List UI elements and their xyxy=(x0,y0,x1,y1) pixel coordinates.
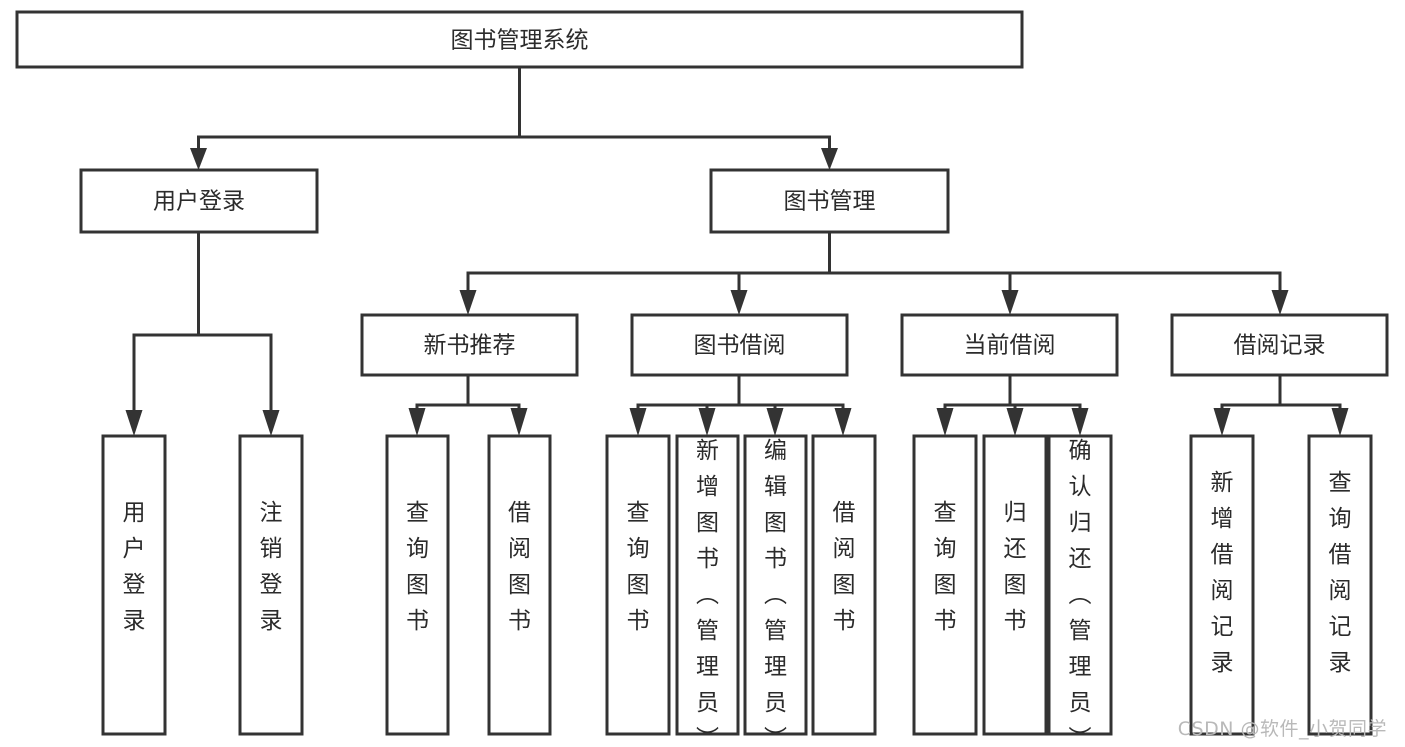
node-leaf-login-1-label: 用户登录 xyxy=(123,500,146,634)
node-bookmgmt-label: 图书管理 xyxy=(784,189,876,215)
node-leaf-login-2[interactable]: 注销登录 xyxy=(238,434,304,736)
node-leaf-borrow-4-label: 借阅图书 xyxy=(833,500,856,634)
connector-group-current xyxy=(936,373,1089,436)
node-current-label: 当前借阅 xyxy=(964,333,1056,359)
node-leaf-record-1[interactable]: 新增借阅记录 xyxy=(1189,434,1255,736)
node-newbook[interactable]: 新书推荐 xyxy=(360,313,579,377)
connector-group-newbook xyxy=(408,373,528,436)
node-root-box[interactable] xyxy=(15,10,1024,69)
node-leaf-current-3-label: 确认归还︵管理员︶ xyxy=(1069,438,1092,747)
node-leaf-record-2-label: 查询借阅记录 xyxy=(1329,470,1352,676)
node-root-label: 图书管理系统 xyxy=(451,28,589,54)
node-leaf-borrow-3[interactable]: 编辑图书︵管理员︶ xyxy=(743,434,808,747)
node-current[interactable]: 当前借阅 xyxy=(900,313,1119,377)
connector-group-login xyxy=(125,230,280,436)
arrow-head-leaf-current-3 xyxy=(1071,408,1089,436)
watermark-text: CSDN @软件_小贺同学 xyxy=(1177,718,1387,740)
node-login[interactable]: 用户登录 xyxy=(79,168,319,234)
arrow-head-login xyxy=(190,148,207,170)
node-leaf-record-1-label: 新增借阅记录 xyxy=(1211,470,1234,676)
node-newbook-label: 新书推荐 xyxy=(424,333,516,359)
node-bookmgmt-box[interactable] xyxy=(709,168,950,234)
node-borrow-label: 图书借阅 xyxy=(694,333,786,359)
node-leaf-login-1[interactable]: 用户登录 xyxy=(101,434,167,736)
node-leaf-borrow-4[interactable]: 借阅图书 xyxy=(811,434,877,736)
arrow-head-leaf-borrow-2 xyxy=(698,408,716,436)
node-record[interactable]: 借阅记录 xyxy=(1170,313,1389,377)
arrow-head-leaf-borrow-4 xyxy=(834,408,852,436)
node-leaf-record-2-box[interactable] xyxy=(1307,434,1373,736)
node-current-box[interactable] xyxy=(900,313,1119,377)
node-leaf-current-2-label: 归还图书 xyxy=(1004,500,1027,634)
node-leaf-borrow-1[interactable]: 查询图书 xyxy=(605,434,671,736)
arrow-head-current xyxy=(1001,290,1019,315)
arrow-head-leaf-current-2 xyxy=(1006,408,1024,436)
arrow-head-leaf-current-1 xyxy=(936,408,954,436)
arrow-head-leaf-login-2 xyxy=(262,410,280,436)
node-leaf-borrow-3-box[interactable] xyxy=(743,434,808,736)
node-leaf-record-2[interactable]: 查询借阅记录 xyxy=(1307,434,1373,736)
node-leaf-borrow-2-label: 新增图书︵管理员︶ xyxy=(696,438,719,747)
node-leaf-newbook-1[interactable]: 查询图书 xyxy=(385,434,450,736)
node-leaf-borrow-1-box[interactable] xyxy=(605,434,671,736)
node-leaf-current-1[interactable]: 查询图书 xyxy=(912,434,978,736)
connector-group-borrow xyxy=(629,373,852,436)
arrow-head-leaf-newbook-2 xyxy=(510,408,528,436)
arrow-head-borrow xyxy=(730,290,748,315)
node-borrow-box[interactable] xyxy=(630,313,849,377)
node-leaf-current-2-box[interactable] xyxy=(982,434,1048,736)
node-leaf-newbook-1-label: 查询图书 xyxy=(406,500,429,634)
node-leaf-record-1-box[interactable] xyxy=(1189,434,1255,736)
connector-group-record xyxy=(1213,373,1349,436)
arrow-head-leaf-borrow-1 xyxy=(629,408,647,436)
node-bookmgmt[interactable]: 图书管理 xyxy=(709,168,950,234)
node-leaf-current-2[interactable]: 归还图书 xyxy=(982,434,1048,736)
node-leaf-login-2-label: 注销登录 xyxy=(260,500,283,634)
node-leaf-newbook-2[interactable]: 借阅图书 xyxy=(487,434,552,736)
node-leaf-current-3-box[interactable] xyxy=(1047,434,1113,736)
node-leaf-login-1-box[interactable] xyxy=(101,434,167,736)
node-leaf-newbook-1-box[interactable] xyxy=(385,434,450,736)
node-leaf-newbook-2-box[interactable] xyxy=(487,434,552,736)
node-record-box[interactable] xyxy=(1170,313,1389,377)
node-leaf-borrow-2[interactable]: 新增图书︵管理员︶ xyxy=(675,434,740,747)
arrow-head-record xyxy=(1271,290,1289,315)
arrow-head-leaf-login-1 xyxy=(125,410,143,436)
node-leaf-borrow-1-label: 查询图书 xyxy=(627,500,650,634)
arrow-head-leaf-newbook-1 xyxy=(408,408,426,436)
arrow-head-leaf-record-2 xyxy=(1331,408,1349,436)
node-root[interactable]: 图书管理系统 xyxy=(15,10,1024,69)
node-borrow[interactable]: 图书借阅 xyxy=(630,313,849,377)
node-leaf-borrow-2-box[interactable] xyxy=(675,434,740,736)
node-leaf-current-3[interactable]: 确认归还︵管理员︶ xyxy=(1047,434,1113,747)
node-record-label: 借阅记录 xyxy=(1234,333,1326,359)
node-leaf-current-1-label: 查询图书 xyxy=(934,500,957,634)
arrow-head-leaf-record-1 xyxy=(1213,408,1231,436)
arrow-head-newbook xyxy=(459,290,477,315)
node-leaf-current-1-box[interactable] xyxy=(912,434,978,736)
node-leaf-borrow-3-label: 编辑图书︵管理员︶ xyxy=(764,438,787,747)
node-leaf-borrow-4-box[interactable] xyxy=(811,434,877,736)
arrow-head-bookmgmt xyxy=(821,148,838,170)
node-login-label: 用户登录 xyxy=(153,189,245,215)
connector-group-bookmgmt xyxy=(459,230,1289,315)
node-login-box[interactable] xyxy=(79,168,319,234)
node-leaf-newbook-2-label: 借阅图书 xyxy=(508,500,531,634)
connector-group-root xyxy=(190,65,838,170)
node-leaf-login-2-box[interactable] xyxy=(238,434,304,736)
arrow-head-leaf-borrow-3 xyxy=(766,408,784,436)
node-newbook-box[interactable] xyxy=(360,313,579,377)
